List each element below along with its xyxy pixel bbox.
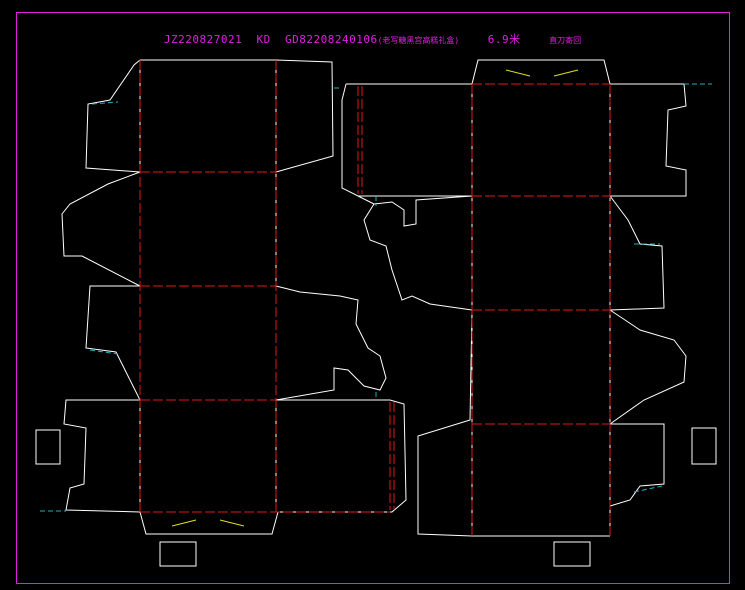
drawing-frame: [16, 12, 730, 584]
left-box-markers: [171, 519, 245, 527]
product-note: (老写糖黑宫高糕礼盒): [377, 36, 460, 45]
left-box-dieline: [35, 59, 407, 567]
right-box-crease-lines: [357, 83, 611, 536]
left-box-cut-outline: [35, 59, 407, 567]
right-box-cut-outline: [341, 59, 717, 567]
left-box-crease-lines: [139, 60, 395, 513]
size-label: 6.9米: [487, 33, 521, 46]
right-box-perforation: [375, 83, 712, 493]
right-box-dieline: [341, 59, 717, 567]
status-note: 直刀寄回: [549, 36, 582, 45]
job-code: JZ220827021: [163, 33, 243, 46]
type-code: KD: [256, 33, 271, 46]
drawing-title: JZ220827021 KD GD82208240106(老写糖黑宫高糕礼盒) …: [0, 31, 745, 47]
order-code: GD82208240106: [285, 33, 378, 46]
right-box-markers: [505, 69, 579, 77]
